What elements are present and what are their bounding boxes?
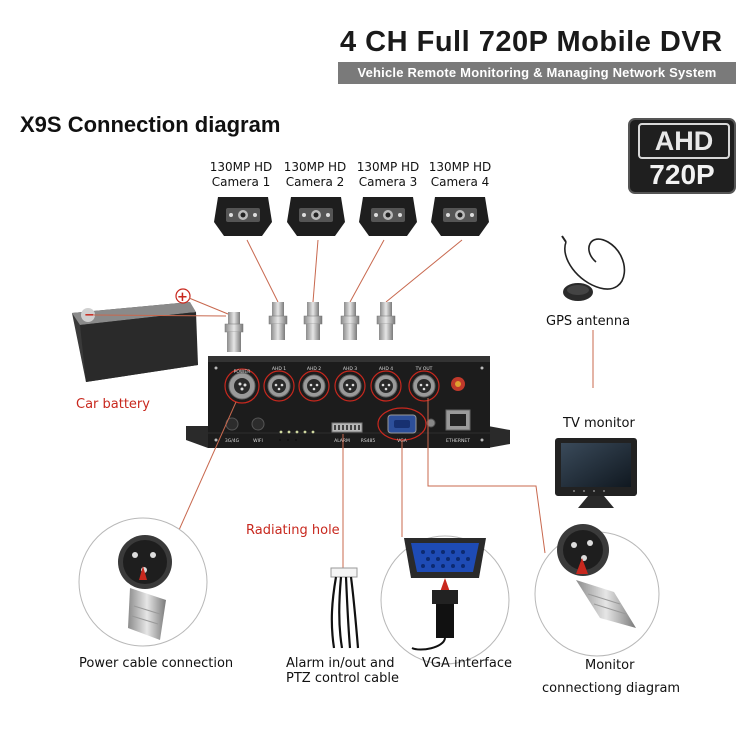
- connector-4-icon: [376, 302, 396, 340]
- gps-antenna-icon: [561, 235, 626, 301]
- connector-2-icon: [303, 302, 323, 340]
- car-battery-label: Car battery: [76, 397, 150, 412]
- ahd4-port: [374, 374, 398, 398]
- antenna-port: [451, 377, 465, 391]
- ahd1-port: [267, 374, 291, 398]
- connector-1-icon: [268, 302, 288, 340]
- diagram-heading: X9S Connection diagram: [20, 112, 281, 137]
- power-connector-icon: [224, 312, 244, 352]
- radiating-hole-label: Radiating hole: [246, 523, 340, 538]
- camera-3-label-line1: 130MP HD: [356, 160, 420, 174]
- camera-2-icon: [287, 197, 345, 236]
- subtitle-bar: Vehicle Remote Monitoring & Managing Net…: [338, 62, 736, 84]
- ahd-badge-bottom: 720P: [649, 159, 715, 190]
- camera-2-label-line1: 130MP HD: [283, 160, 347, 174]
- alarm-cable-label-line1: Alarm in/out and: [286, 656, 395, 671]
- monitor-label-line2: connectiong diagram: [542, 681, 681, 696]
- port-label-ahd2: AHD 2: [307, 366, 321, 372]
- power-cable-detail: [78, 517, 208, 647]
- highlight-circles: [263, 370, 440, 402]
- monitor-label-line1: Monitor: [585, 658, 635, 673]
- ahd-badge: AHD 720P: [628, 118, 736, 194]
- power-cable-label: Power cable connection: [79, 656, 234, 671]
- ahd2-port: [302, 374, 326, 398]
- camera-3-label: 130MP HD Camera 3: [348, 160, 428, 190]
- camera-2-label-line2: Camera 2: [285, 175, 345, 189]
- alarm-port: [331, 422, 363, 433]
- tv-monitor-icon: [555, 438, 637, 508]
- camera-4-label-line1: 130MP HD: [428, 160, 492, 174]
- camera-lines: [246, 239, 463, 303]
- page-title: 4 CH Full 720P Mobile DVR: [340, 26, 723, 58]
- tvout-port: [412, 374, 436, 398]
- camera-3-icon: [359, 197, 417, 236]
- camera-1-label: 130MP HD Camera 1: [201, 160, 281, 190]
- camera-4-icon: [431, 197, 489, 236]
- alarm-cable-icon: [330, 567, 360, 649]
- connector-3-icon: [340, 302, 360, 340]
- port-label-wifi: WIFI: [253, 438, 263, 444]
- vga-detail: [380, 535, 510, 665]
- tv-monitor-label: TV monitor: [563, 416, 635, 431]
- port-label-3g4g: 3G/4G: [225, 438, 240, 444]
- battery-lines: [93, 297, 229, 317]
- camera-1-label-line2: Camera 1: [211, 175, 271, 189]
- camera-4-label-line2: Camera 4: [430, 175, 490, 189]
- status-leds: [279, 430, 315, 434]
- battery-plus-icon: +: [177, 290, 188, 305]
- camera-1-icon: [214, 197, 272, 236]
- port-label-alarm: ALARM: [334, 438, 350, 444]
- camera-1-label-line1: 130MP HD: [209, 160, 273, 174]
- port-label-ahd4: AHD 4: [379, 366, 393, 372]
- power-port: [224, 368, 260, 404]
- camera-2-label: 130MP HD Camera 2: [275, 160, 355, 190]
- ahd3-port: [338, 374, 362, 398]
- vga-port: [377, 407, 427, 441]
- screw-icon: [426, 418, 436, 428]
- port-label-rs485: RS485: [361, 438, 376, 444]
- monitor-detail: [534, 524, 660, 657]
- port-label-ahd3: AHD 3: [343, 366, 357, 372]
- detail-lines: [170, 398, 546, 568]
- port-label-ahd1: AHD 1: [272, 366, 286, 372]
- port-label-ethernet: ETHERNET: [446, 438, 470, 444]
- gps-antenna-label: GPS antenna: [546, 314, 631, 329]
- port-label-tvout: TV OUT: [415, 366, 433, 372]
- camera-4-label: 130MP HD Camera 4: [420, 160, 500, 190]
- camera-3-label-line2: Camera 3: [358, 175, 418, 189]
- small-dots: [279, 439, 297, 441]
- ahd-badge-top: AHD: [638, 123, 730, 159]
- ethernet-port: [445, 409, 471, 431]
- car-battery-icon: [72, 288, 198, 382]
- vga-interface-label: VGA interface: [422, 656, 512, 671]
- battery-minus-icon: −: [84, 308, 95, 323]
- port-label-power: POWER: [234, 369, 251, 375]
- alarm-cable-label-line2: PTZ control cable: [286, 671, 399, 686]
